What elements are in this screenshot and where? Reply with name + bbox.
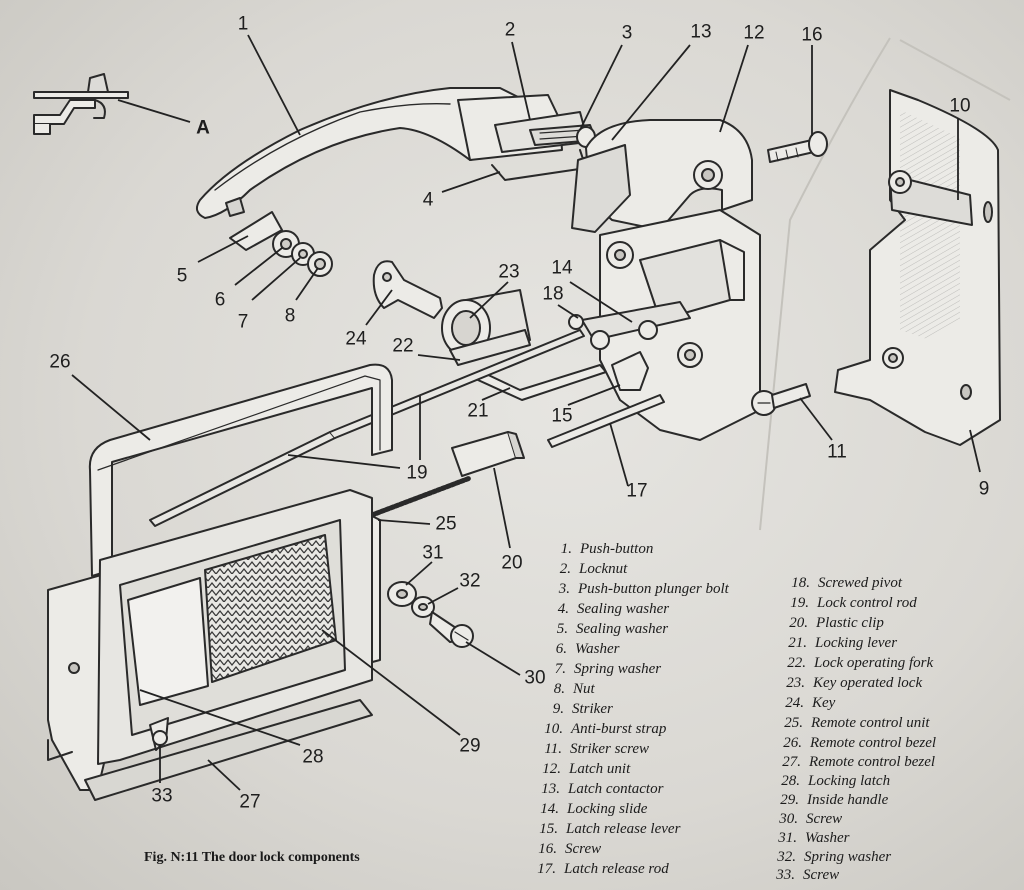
- callout-9: 9: [978, 478, 990, 500]
- callout-22: 22: [392, 335, 414, 357]
- remote-control-bezel-26: [88, 363, 393, 577]
- legend-row: 24.Key: [785, 695, 836, 711]
- door-panel-edge: [899, 39, 1011, 101]
- legend-row: 2.Locknut: [559, 561, 628, 577]
- legend-row: 23.Key operated lock: [786, 675, 923, 691]
- legend-row: 31.Washer: [778, 830, 850, 846]
- legend-row: 6.Washer: [555, 641, 620, 657]
- remote-control-assembly: [47, 489, 381, 801]
- screwed-pivot: [568, 314, 584, 330]
- plastic-clip: [451, 431, 517, 477]
- legend-row: 9.Striker: [552, 701, 613, 717]
- callout-4: 4: [422, 189, 434, 211]
- callout-33: 33: [151, 785, 173, 807]
- key-24: [372, 260, 443, 319]
- callout-15: 15: [551, 405, 573, 427]
- callout-5: 5: [176, 265, 188, 287]
- remote-control-spring: [369, 475, 473, 518]
- callout-10: 10: [949, 95, 971, 117]
- legend-row: 7.Spring washer: [554, 661, 662, 677]
- legend-row: 12.Latch unit: [542, 761, 631, 777]
- legend-row: 17.Latch release rod: [537, 861, 669, 877]
- callout-1: 1: [237, 13, 249, 35]
- legend-row: 3.Push-button plunger bolt: [558, 581, 729, 597]
- legend-row: 27.Remote control bezel: [782, 754, 936, 770]
- legend-row: 19.Lock control rod: [790, 595, 917, 611]
- leader-lines: [71, 34, 981, 791]
- callout-8: 8: [284, 305, 296, 327]
- callout-31: 31: [422, 542, 444, 564]
- callout-12: 12: [743, 22, 765, 44]
- legend-row: 32.Spring washer: [777, 849, 892, 865]
- legend-row: 25.Remote control unit: [784, 715, 930, 731]
- callout-17: 17: [626, 480, 648, 502]
- legend-row: 10.Anti-burst strap: [544, 721, 667, 737]
- striker-plate: [834, 89, 1001, 446]
- callout-a: A: [196, 117, 210, 139]
- callout-26: 26: [49, 351, 71, 373]
- legend-row: 8.Nut: [553, 681, 595, 697]
- legend-row: 16.Screw: [538, 841, 602, 857]
- legend-row: 13.Latch contactor: [541, 781, 664, 797]
- callout-23: 23: [498, 261, 520, 283]
- callout-16: 16: [801, 24, 823, 46]
- striker-screw: [751, 383, 811, 416]
- callout-7: 7: [237, 311, 249, 333]
- legend-row: 18.Screwed pivot: [791, 575, 903, 591]
- exterior-door-handle: [195, 87, 521, 219]
- legend-row: 22.Lock operating fork: [787, 655, 934, 671]
- sealing-washer: [229, 211, 283, 251]
- callout-20: 20: [501, 552, 523, 574]
- callout-6: 6: [214, 289, 226, 311]
- screw-16: [767, 131, 828, 163]
- callout-13: 13: [690, 21, 712, 43]
- callout-3: 3: [621, 22, 633, 44]
- legend-row: 28.Locking latch: [781, 773, 891, 789]
- callout-18: 18: [542, 283, 564, 305]
- callout-11: 11: [827, 441, 847, 463]
- legend-row: 21.Locking lever: [788, 635, 898, 651]
- latch-release-rod: [547, 394, 665, 448]
- latch-unit: [571, 119, 761, 441]
- legend-row: 4.Sealing washer: [557, 601, 670, 617]
- legend-row: 33.Screw: [776, 867, 840, 883]
- callout-30: 30: [524, 667, 546, 689]
- callout-29: 29: [459, 735, 481, 757]
- callout-19: 19: [406, 462, 428, 484]
- callout-25: 25: [435, 513, 457, 535]
- locking-slide: [581, 301, 691, 341]
- legend-row: 20.Plastic clip: [789, 615, 884, 631]
- legend-row: 14.Locking slide: [540, 801, 648, 817]
- legend-row: 11.Striker screw: [544, 741, 650, 757]
- legend-row: 26.Remote control bezel: [783, 735, 937, 751]
- callout-2: 2: [504, 19, 516, 41]
- legend-row: 29.Inside handle: [780, 792, 889, 808]
- callout-24: 24: [345, 328, 367, 350]
- legend-row: 15.Latch release lever: [539, 821, 681, 837]
- detail-a-clip: [33, 73, 129, 135]
- legend-row: 5.Sealing washer: [556, 621, 669, 637]
- legend-row: 1.Push-button: [560, 541, 654, 557]
- callout-32: 32: [459, 570, 481, 592]
- legend-row: 30.Screw: [779, 811, 843, 827]
- callout-27: 27: [239, 791, 261, 813]
- callout-14: 14: [551, 257, 573, 279]
- callout-21: 21: [467, 400, 489, 422]
- screw-30: [429, 611, 474, 648]
- figure-caption: Fig. N:11 The door lock components: [144, 850, 360, 865]
- door-panel-outline: [759, 37, 891, 531]
- callout-28: 28: [302, 746, 324, 768]
